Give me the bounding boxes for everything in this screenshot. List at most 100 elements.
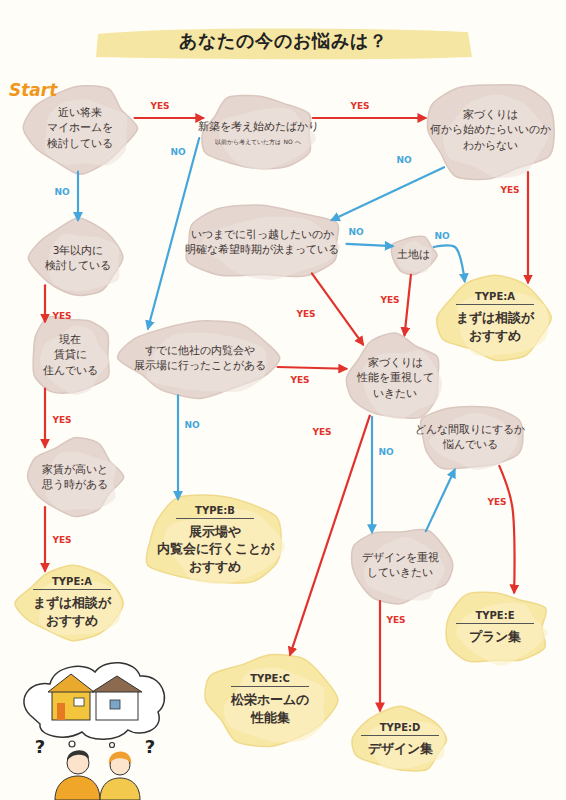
node-text-holder: デザインを重視 していきたい xyxy=(345,524,455,606)
node-text: 現在 賃貸に 住んでいる xyxy=(43,332,98,378)
type-label: TYPE:E xyxy=(456,610,534,624)
house-window xyxy=(110,700,120,709)
flow-arrow xyxy=(346,244,392,246)
question-blob: いつまでに引っ越したいのか 明確な希望時期が決まっている xyxy=(173,201,351,283)
edge-label: YES xyxy=(296,309,315,319)
thought-illustration xyxy=(24,663,165,800)
blob-shape xyxy=(25,436,125,518)
edge-label: YES xyxy=(52,535,71,545)
edge-label: NO xyxy=(348,227,363,237)
blob-shape xyxy=(28,218,128,298)
question-blob: 家づくりは 性能を重視して いきたい xyxy=(343,332,448,424)
blob-wash xyxy=(224,668,324,742)
blob-shape xyxy=(348,706,453,774)
node-text: 3年以内に 検討している xyxy=(45,243,111,273)
node-text-holder: 現在 賃貸に 住んでいる xyxy=(26,311,114,399)
blob-wash xyxy=(457,292,548,356)
blob-shape xyxy=(438,588,553,668)
flow-arrow xyxy=(313,117,426,119)
blob-wash xyxy=(45,99,128,165)
node-text: デザイン集 xyxy=(368,740,433,758)
node-text: まずは相談が おすすめ xyxy=(456,309,534,344)
question-blob: すでに他社の内覧会や 展示場に行ったことがある xyxy=(116,317,284,399)
flow-arrow xyxy=(434,245,465,281)
question-mark: ? xyxy=(35,736,45,757)
node-text: いつまでに引っ越したいのか 明確な希望時期が決まっている xyxy=(185,227,339,257)
flow-arrow xyxy=(379,601,381,710)
blob-wash xyxy=(456,603,547,666)
result-blob: TYPE:D デザイン集 xyxy=(348,706,453,774)
person-hair xyxy=(109,751,131,765)
node-text: まずは相談が おすすめ xyxy=(33,594,111,629)
type-label: TYPE:C xyxy=(231,673,309,687)
blob-fill xyxy=(205,655,338,747)
blob-fill xyxy=(118,321,280,399)
start-label: Start xyxy=(9,80,57,100)
node-text-holder: 家賃が高いと 思う時がある xyxy=(25,436,125,518)
blob-shape xyxy=(413,401,528,473)
node-text-holder: TYPE:C 松栄ホームの 性能集 xyxy=(200,650,340,750)
question-blob: 家賃が高いと 思う時がある xyxy=(25,436,125,518)
edge-label: YES xyxy=(290,375,309,385)
blob-shape xyxy=(345,524,455,606)
node-text: すでに他社の内覧会や 展示場に行ったことがある xyxy=(134,343,266,373)
flow-arrow xyxy=(44,507,46,571)
node-text: 新築を考え始めたばかり xyxy=(198,119,319,134)
blob-wash xyxy=(443,94,548,178)
note-text: 以前から考えていた方は NO へ xyxy=(215,138,300,147)
question-blob: どんな間取りにするか 悩んでいる xyxy=(413,401,528,473)
node-text: デザインを重視 していきたい xyxy=(362,550,439,580)
person-hair xyxy=(67,750,89,761)
blob-fill xyxy=(436,275,551,360)
flow-arrow xyxy=(312,273,363,344)
type-label: TYPE:B xyxy=(176,505,254,519)
flow-arrow xyxy=(371,417,373,532)
blob-fill xyxy=(28,438,124,517)
edge-label: YES xyxy=(312,427,331,437)
edge-label: NO xyxy=(434,231,449,241)
node-text: 松栄ホームの 性能集 xyxy=(231,691,309,726)
flow-arrow xyxy=(499,466,514,593)
house-roof xyxy=(92,676,142,692)
type-label: TYPE:D xyxy=(361,722,439,736)
type-label: TYPE:A xyxy=(456,291,534,305)
node-text: 土地は xyxy=(397,247,430,262)
blob-shape xyxy=(116,317,284,399)
question-blob: Start近い将来 マイホームを 検討している xyxy=(21,82,139,174)
thought-cloud xyxy=(24,663,165,740)
person-body xyxy=(100,778,140,800)
edge-label: NO xyxy=(184,420,199,430)
blob-fill xyxy=(351,706,446,770)
edge-label: YES xyxy=(500,185,519,195)
blob-fill xyxy=(391,236,437,275)
blob-fill xyxy=(420,406,523,469)
edge-label: YES xyxy=(52,415,71,425)
node-text: 家づくりは 性能を重視して いきたい xyxy=(357,355,434,401)
thought-bubble xyxy=(69,741,75,747)
node-text-holder: 3年以内に 検討している xyxy=(28,218,128,298)
flow-arrow xyxy=(44,285,46,321)
flow-arrow xyxy=(77,172,79,220)
blob-fill xyxy=(28,218,123,295)
node-text-holder: すでに他社の内覧会や 展示場に行ったことがある xyxy=(116,317,284,399)
result-blob: TYPE:B展示場や 内覧会に行くことが おすすめ xyxy=(138,490,293,590)
node-text-holder: いつまでに引っ越したいのか 明確な希望時期が決まっている xyxy=(173,201,351,283)
blob-fill xyxy=(352,529,453,603)
node-text-holder: Start近い将来 マイホームを 検討している xyxy=(21,82,139,174)
node-text-holder: 土地は xyxy=(389,234,437,276)
node-text-holder: TYPE:B展示場や 内覧会に行くことが おすすめ xyxy=(138,490,293,590)
result-blob: TYPE:Eプラン集 xyxy=(438,588,553,668)
house-door xyxy=(57,703,65,720)
result-blob: TYPE:Aまずは相談が おすすめ xyxy=(15,564,130,642)
question-mark: ? xyxy=(145,736,155,757)
edge-label: NO xyxy=(170,147,185,157)
flow-arrow xyxy=(278,367,347,369)
node-text: 家づくりは 何から始めたらいいのか わからない xyxy=(430,107,551,153)
house-wall xyxy=(52,690,90,720)
edge-label: YES xyxy=(350,101,369,111)
question-blob: 土地は xyxy=(389,234,437,276)
person-body xyxy=(55,776,100,800)
title: あなたの今のお悩みは？ xyxy=(179,30,388,51)
